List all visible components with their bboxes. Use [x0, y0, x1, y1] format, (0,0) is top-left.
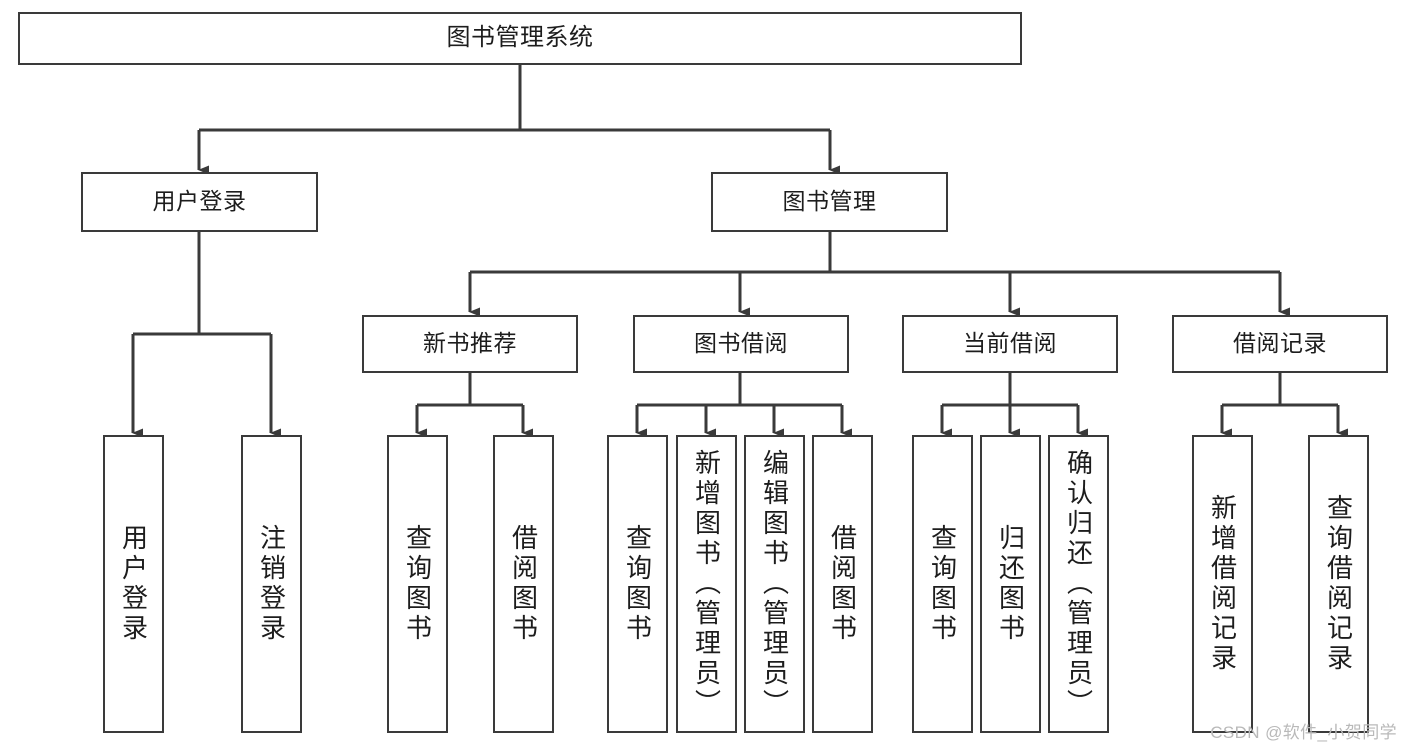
node-new-book-recommend[interactable]: 新书推荐 [362, 315, 578, 373]
node-leaf-add-book-label: 新增图书（管理员） [691, 449, 722, 719]
node-new-book-recommend-label: 新书推荐 [423, 330, 517, 357]
node-leaf-user-login-label: 用户登录 [118, 524, 149, 644]
node-book-management-label: 图书管理 [782, 188, 877, 215]
node-book-management[interactable]: 图书管理 [711, 172, 948, 232]
node-leaf-add-record-label: 新增借阅记录 [1207, 494, 1238, 674]
node-book-borrow[interactable]: 图书借阅 [633, 315, 849, 373]
node-leaf-borrow-book-1[interactable]: 借阅图书 [493, 435, 554, 733]
node-leaf-confirm-return[interactable]: 确认归还（管理员） [1048, 435, 1109, 733]
node-leaf-query-book-1[interactable]: 查询图书 [387, 435, 448, 733]
node-leaf-query-book-3-label: 查询图书 [927, 524, 958, 644]
node-leaf-return-book-label: 归还图书 [995, 524, 1026, 644]
node-current-borrow[interactable]: 当前借阅 [902, 315, 1118, 373]
node-leaf-query-book-1-label: 查询图书 [402, 524, 433, 644]
node-leaf-query-book-2-label: 查询图书 [622, 524, 653, 644]
node-leaf-add-book[interactable]: 新增图书（管理员） [676, 435, 737, 733]
node-book-borrow-label: 图书借阅 [694, 330, 788, 357]
node-borrow-record[interactable]: 借阅记录 [1172, 315, 1388, 373]
node-root-system[interactable]: 图书管理系统 [18, 12, 1022, 65]
node-user-login[interactable]: 用户登录 [81, 172, 318, 232]
node-leaf-return-book[interactable]: 归还图书 [980, 435, 1041, 733]
node-leaf-borrow-book-1-label: 借阅图书 [508, 524, 539, 644]
node-current-borrow-label: 当前借阅 [963, 330, 1057, 357]
node-leaf-edit-book-label: 编辑图书（管理员） [759, 449, 790, 719]
node-user-login-label: 用户登录 [152, 188, 247, 215]
node-leaf-query-book-2[interactable]: 查询图书 [607, 435, 668, 733]
node-borrow-record-label: 借阅记录 [1233, 330, 1327, 357]
node-leaf-user-login[interactable]: 用户登录 [103, 435, 164, 733]
node-leaf-query-record-label: 查询借阅记录 [1323, 494, 1354, 674]
node-leaf-user-logout-label: 注销登录 [256, 524, 287, 644]
node-root-system-label: 图书管理系统 [446, 24, 594, 52]
node-leaf-borrow-book-2-label: 借阅图书 [827, 524, 858, 644]
node-leaf-edit-book[interactable]: 编辑图书（管理员） [744, 435, 805, 733]
node-leaf-confirm-return-label: 确认归还（管理员） [1063, 449, 1094, 719]
node-leaf-user-logout[interactable]: 注销登录 [241, 435, 302, 733]
node-leaf-query-record[interactable]: 查询借阅记录 [1308, 435, 1369, 733]
node-leaf-add-record[interactable]: 新增借阅记录 [1192, 435, 1253, 733]
node-leaf-query-book-3[interactable]: 查询图书 [912, 435, 973, 733]
node-leaf-borrow-book-2[interactable]: 借阅图书 [812, 435, 873, 733]
